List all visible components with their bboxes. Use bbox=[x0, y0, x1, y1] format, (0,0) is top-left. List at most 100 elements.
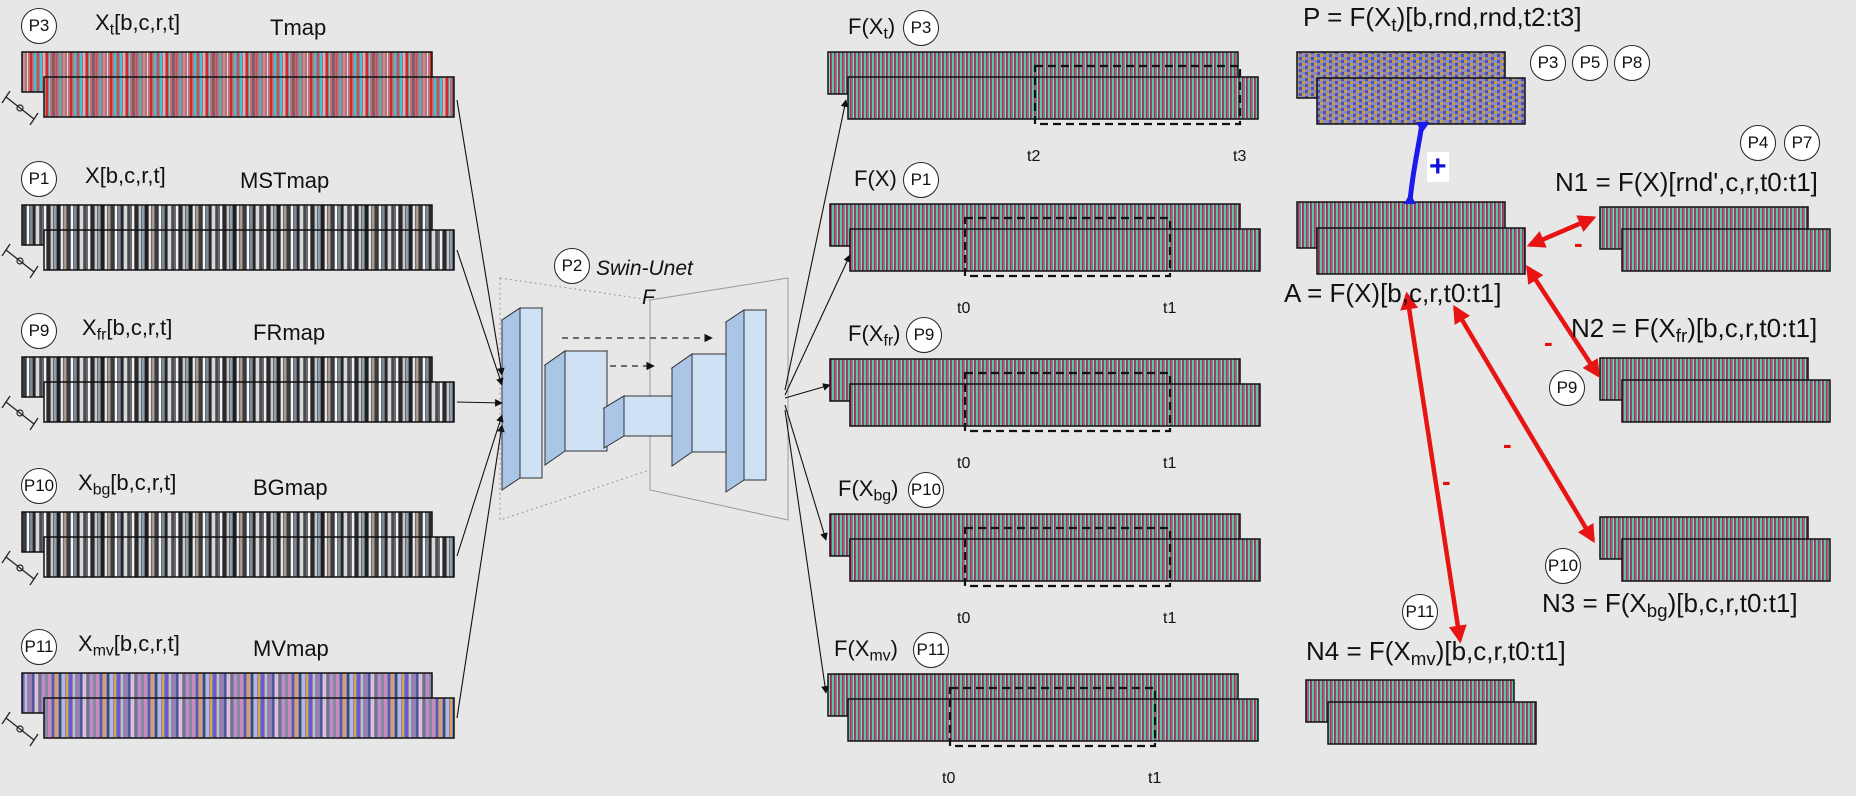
positive-badge-1: P5 bbox=[1572, 45, 1608, 81]
flow-arrows bbox=[456, 99, 1600, 719]
n2-badge: P9 bbox=[1549, 370, 1585, 406]
input-map-name-1-text: MSTmap bbox=[240, 168, 330, 193]
input-map-name-4-text: MVmap bbox=[253, 636, 329, 661]
output-arrow-4 bbox=[784, 409, 829, 694]
negative-stack-0 bbox=[1599, 206, 1831, 272]
minus-sign-n1: - bbox=[1574, 228, 1583, 258]
anchor-stack bbox=[1296, 201, 1526, 275]
input-badge-0: P3 bbox=[21, 8, 57, 44]
input-plug-1-cap-a bbox=[1, 243, 11, 257]
output-stack-3-front bbox=[849, 538, 1261, 582]
anchor-stack-front bbox=[1316, 227, 1526, 275]
output-label-3-subscript: bg bbox=[873, 487, 892, 505]
input-plug-4 bbox=[1, 711, 39, 747]
encoder-block-1 bbox=[500, 307, 544, 491]
n4-badge: P11 bbox=[1402, 594, 1438, 630]
tick-start-2: t0 bbox=[957, 455, 971, 472]
input-plug-1-cap-b bbox=[29, 265, 39, 279]
negative-stack-2 bbox=[1599, 516, 1831, 582]
output-badge-2: P9 bbox=[906, 317, 942, 353]
output-stack-4 bbox=[827, 673, 1259, 742]
attract-head-top bbox=[1416, 122, 1430, 133]
input-plug-4-cap-b bbox=[29, 733, 39, 747]
input-plug-1-cable bbox=[5, 249, 35, 273]
swin-unet-network bbox=[499, 277, 789, 521]
input-badge-1: P1 bbox=[21, 161, 57, 197]
encoder-block-2-face bbox=[564, 350, 608, 452]
input-stack-3-front bbox=[43, 536, 455, 578]
positive-stack bbox=[1296, 51, 1526, 125]
negative-label-2: N3 = F(Xbg)[b,c,r,t0:t1] bbox=[1542, 590, 1798, 620]
network-badge: P2 bbox=[554, 248, 590, 284]
input-plug-2-cable bbox=[5, 401, 35, 425]
negative-label-3-subscript: mv bbox=[1410, 648, 1436, 670]
input-formula-3: Xbg[b,c,r,t] bbox=[78, 470, 177, 498]
input-formula-3-text: [b,c,r,t] bbox=[110, 470, 177, 495]
output-stack-2-front bbox=[849, 383, 1261, 427]
tick-end-2: t1 bbox=[1163, 455, 1177, 472]
encoder-block-2 bbox=[543, 350, 609, 466]
time-window-4 bbox=[948, 686, 1157, 748]
negative-stack-3 bbox=[1305, 679, 1537, 745]
decoder-block-2-face bbox=[743, 309, 767, 481]
attract-head-bottom bbox=[1404, 193, 1416, 204]
output-label-2-text: ) bbox=[893, 321, 901, 346]
output-arrow-3 bbox=[784, 404, 828, 541]
input-plug-4-cable bbox=[5, 717, 35, 741]
input-map-name-2-text: FRmap bbox=[253, 320, 326, 345]
output-badge-0: P3 bbox=[903, 10, 939, 46]
output-badge-4: P11 bbox=[913, 632, 949, 668]
minus-sign-n4: - bbox=[1442, 466, 1451, 496]
output-label-0-text: F(X bbox=[848, 14, 884, 39]
output-stack-4-front bbox=[847, 698, 1259, 742]
n1-badge-1: P7 bbox=[1784, 125, 1820, 161]
decoder-block-2-side bbox=[725, 309, 745, 493]
encoder-block-2-side bbox=[544, 350, 566, 466]
time-window-0 bbox=[1033, 64, 1242, 126]
negative-label-1: N2 = F(Xfr)[b,c,r,t0:t1] bbox=[1571, 315, 1817, 345]
time-window-2 bbox=[963, 371, 1172, 433]
negative-label-0: N1 = F(X)[rnd',c,r,t0:t1] bbox=[1555, 169, 1818, 195]
output-arrow-2 bbox=[784, 383, 831, 399]
input-arrow-2 bbox=[456, 398, 503, 407]
output-label-4-text: F(X bbox=[834, 636, 870, 661]
input-formula-0-text: X bbox=[95, 10, 110, 35]
output-label-2: F(Xfr) bbox=[848, 321, 901, 349]
input-formula-4-text: [b,c,r,t] bbox=[113, 631, 180, 656]
anchor-label-text: A = F(X)[b,c,r,t0:t1] bbox=[1284, 278, 1502, 308]
output-label-0: F(Xt) bbox=[848, 14, 895, 42]
negative-stack-0-front bbox=[1621, 228, 1831, 272]
input-plug-0-cap-a bbox=[1, 90, 11, 104]
tick-end-4: t1 bbox=[1148, 770, 1162, 787]
input-formula-0-subscript: t bbox=[109, 21, 115, 39]
contrastive-samples bbox=[1296, 51, 1831, 745]
output-stack-1-front bbox=[849, 228, 1261, 272]
negative-stack-2-front bbox=[1621, 538, 1831, 582]
output-label-1: F(X) bbox=[854, 168, 897, 190]
input-stack-2 bbox=[21, 356, 455, 423]
network-name-text: Swin-Unet bbox=[596, 257, 693, 280]
input-arrow-0 bbox=[456, 99, 505, 376]
input-map-name-4: MVmap bbox=[253, 638, 329, 660]
negative-label-3: N4 = F(Xmv)[b,c,r,t0:t1] bbox=[1306, 636, 1566, 668]
time-window-3 bbox=[963, 526, 1172, 588]
encoder-block-1-face bbox=[519, 307, 543, 479]
attract-link bbox=[1407, 123, 1425, 203]
input-formula-2-subscript: fr bbox=[96, 326, 107, 344]
input-map-name-2: FRmap bbox=[253, 322, 325, 344]
output-stack-2 bbox=[829, 358, 1261, 427]
output-badge-3: P10 bbox=[908, 472, 944, 508]
positive-stack-front bbox=[1316, 77, 1526, 125]
n1-badge-0: P4 bbox=[1740, 125, 1776, 161]
input-stack-0-front bbox=[43, 76, 455, 118]
input-formula-3-subscript: bg bbox=[92, 481, 111, 499]
output-label-3: F(Xbg) bbox=[838, 478, 898, 504]
tick-end-1: t1 bbox=[1163, 300, 1177, 317]
decoder-block-2 bbox=[724, 309, 768, 493]
negative-label-3-text: N4 = F(X bbox=[1306, 636, 1411, 666]
input-arrow-3 bbox=[456, 414, 504, 557]
negative-label-2-subscript: bg bbox=[1646, 600, 1668, 622]
output-feature-maps bbox=[827, 51, 1261, 748]
repel-arrow-n1 bbox=[1526, 215, 1597, 248]
